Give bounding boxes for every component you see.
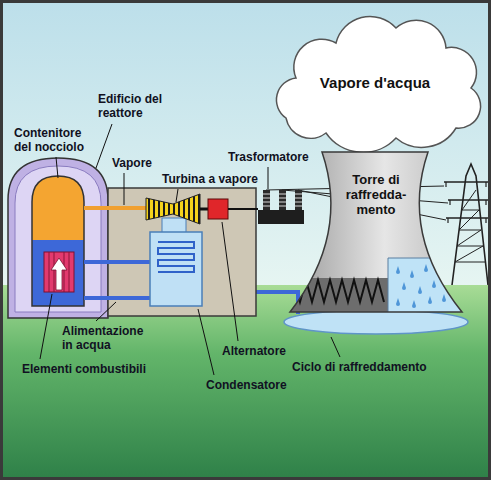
leader-line xyxy=(222,222,238,341)
core-water xyxy=(32,240,84,306)
fuel-rods xyxy=(49,252,69,292)
leader-line xyxy=(124,173,125,205)
feedwater-pipe xyxy=(84,262,150,298)
callout-label: Trasformatore xyxy=(228,150,309,164)
cloud-label: Vapore d'acqua xyxy=(296,74,454,92)
water-drops xyxy=(396,264,446,308)
core-vessel xyxy=(32,176,84,306)
callout-label: Contenitore del nocciolo xyxy=(14,126,100,154)
condenser xyxy=(150,232,202,306)
steam-turbine xyxy=(146,190,202,228)
louvre-band xyxy=(288,278,388,314)
callout-label: Alimentazione in acqua xyxy=(62,324,152,352)
shaft xyxy=(200,208,208,211)
reactor-inner-wall xyxy=(15,166,101,312)
callout-label: Ciclo di raffreddamento xyxy=(292,360,427,374)
callout-label: Vapore xyxy=(112,156,152,170)
condenser-coil xyxy=(158,242,194,272)
leader-lines xyxy=(40,124,340,375)
callout-label: Alternatore xyxy=(222,344,286,358)
insulator xyxy=(263,190,270,210)
leader-line xyxy=(96,302,116,321)
generator-cable xyxy=(228,208,258,210)
leader-line xyxy=(56,157,58,178)
cloud-outline xyxy=(276,16,480,152)
cooling-pool xyxy=(284,310,468,334)
fuel-elements xyxy=(44,252,74,292)
turbine-blades xyxy=(149,190,199,228)
turbine-outline xyxy=(146,194,200,224)
leader-line xyxy=(176,189,178,202)
alternator xyxy=(208,199,228,219)
leader-line xyxy=(198,309,214,375)
core-vessel-outline xyxy=(32,176,84,306)
insulator-rings xyxy=(263,194,302,206)
transformer xyxy=(258,210,304,224)
flow-arrow xyxy=(51,258,67,290)
leader-line xyxy=(40,294,52,359)
pylon-insulators xyxy=(446,182,486,223)
leader-line xyxy=(268,167,269,189)
cooling-tower: Torre di raffredda- mento xyxy=(288,150,464,314)
reactor-building xyxy=(8,158,108,318)
tower-outline xyxy=(290,152,462,312)
steam-cloud: Vapore d'acqua xyxy=(266,8,484,148)
insulator xyxy=(279,190,286,210)
callout-label: Condensatore xyxy=(206,378,287,392)
steam-pipe xyxy=(84,206,146,210)
callout-label: Elementi combustibili xyxy=(22,362,146,376)
insulator xyxy=(295,190,302,210)
callout-label: Turbina a vapore xyxy=(162,172,258,186)
tower-base xyxy=(288,258,464,314)
tower-label: Torre di raffredda- mento xyxy=(337,172,415,217)
leader-line xyxy=(331,337,340,357)
louvres xyxy=(288,280,384,302)
callout-label: Edificio del reattore xyxy=(98,92,180,120)
leader-line xyxy=(96,124,112,168)
tower-cutaway xyxy=(388,258,464,314)
